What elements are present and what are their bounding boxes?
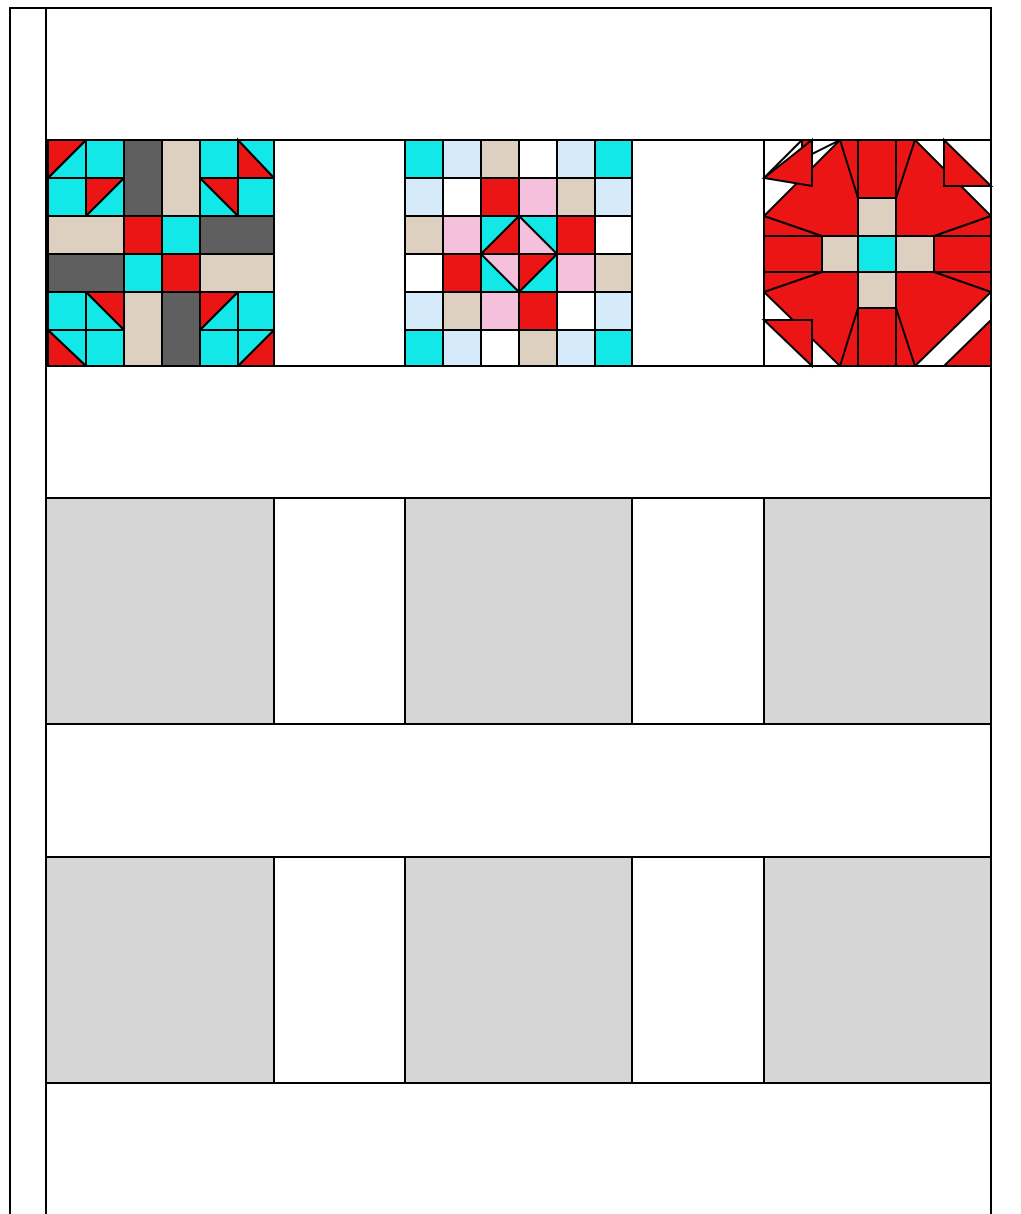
cyan-square (48, 292, 86, 330)
grid-square (557, 292, 595, 330)
cyan-square (238, 292, 274, 330)
sashing-1-1 (274, 140, 405, 366)
empty-block-3-3[interactable] (764, 857, 991, 1083)
grid-square (557, 140, 595, 178)
cyan-square (200, 330, 238, 366)
sashing-3-1 (274, 857, 405, 1083)
empty-block-2-1[interactable] (46, 498, 274, 724)
grid-square (443, 178, 481, 216)
cyan-square (86, 140, 124, 178)
sashing-3-2 (632, 857, 764, 1083)
grid-square (443, 330, 481, 366)
grid-square (519, 178, 557, 216)
sashing-2-1 (274, 498, 405, 724)
empty-block-3-2[interactable] (405, 857, 632, 1083)
block-row-3 (46, 857, 991, 1083)
grid-square (481, 292, 519, 330)
grid-square (595, 330, 632, 366)
grid-square (557, 216, 595, 254)
tan-square (822, 236, 858, 272)
grid-square (519, 140, 557, 178)
empty-block-2-2[interactable] (405, 498, 632, 724)
red-star-block (764, 140, 991, 366)
grid-square (443, 292, 481, 330)
grid-square (557, 178, 595, 216)
tan-strip (162, 140, 200, 216)
tan-strip (200, 254, 274, 292)
grid-square (519, 292, 557, 330)
tan-strip (124, 292, 162, 366)
gray-strip (162, 292, 200, 366)
grid-square (595, 216, 632, 254)
cyan-square (86, 330, 124, 366)
cyan-square (238, 178, 274, 216)
cyan-centre (858, 236, 896, 272)
grid-square (443, 254, 481, 292)
grid-square (595, 292, 632, 330)
gray-strip (200, 216, 274, 254)
gray-strip (48, 254, 124, 292)
grid-square (405, 216, 443, 254)
grid-square (405, 140, 443, 178)
grid-square (443, 216, 481, 254)
gray-strip (124, 140, 162, 216)
block-row-2 (46, 498, 991, 724)
grid-square (405, 178, 443, 216)
grid-square (557, 330, 595, 366)
tan-square (858, 272, 896, 308)
grid-square (481, 330, 519, 366)
pinwheel-block (48, 140, 274, 366)
grid-square (405, 292, 443, 330)
diamond-in-square-block (405, 140, 632, 366)
grid-square (595, 140, 632, 178)
empty-block-3-1[interactable] (46, 857, 274, 1083)
grid-square (557, 254, 595, 292)
cyan-square (162, 216, 200, 254)
grid-square (519, 330, 557, 366)
grid-square (481, 140, 519, 178)
tan-strip (48, 216, 124, 254)
grid-square (405, 254, 443, 292)
empty-block-2-3[interactable] (764, 498, 991, 724)
grid-square (405, 330, 443, 366)
sashing-1-2 (632, 140, 764, 366)
cyan-square (124, 254, 162, 292)
tan-square (896, 236, 934, 272)
cyan-square (48, 178, 86, 216)
cyan-square (200, 140, 238, 178)
tan-square (858, 198, 896, 236)
grid-square (481, 178, 519, 216)
red-square (124, 216, 162, 254)
grid-square (595, 178, 632, 216)
red-square (162, 254, 200, 292)
left-ruler-strip (10, 8, 46, 1214)
grid-square (443, 140, 481, 178)
sashing-2-2 (632, 498, 764, 724)
grid-square (595, 254, 632, 292)
block-row-1 (46, 140, 991, 366)
